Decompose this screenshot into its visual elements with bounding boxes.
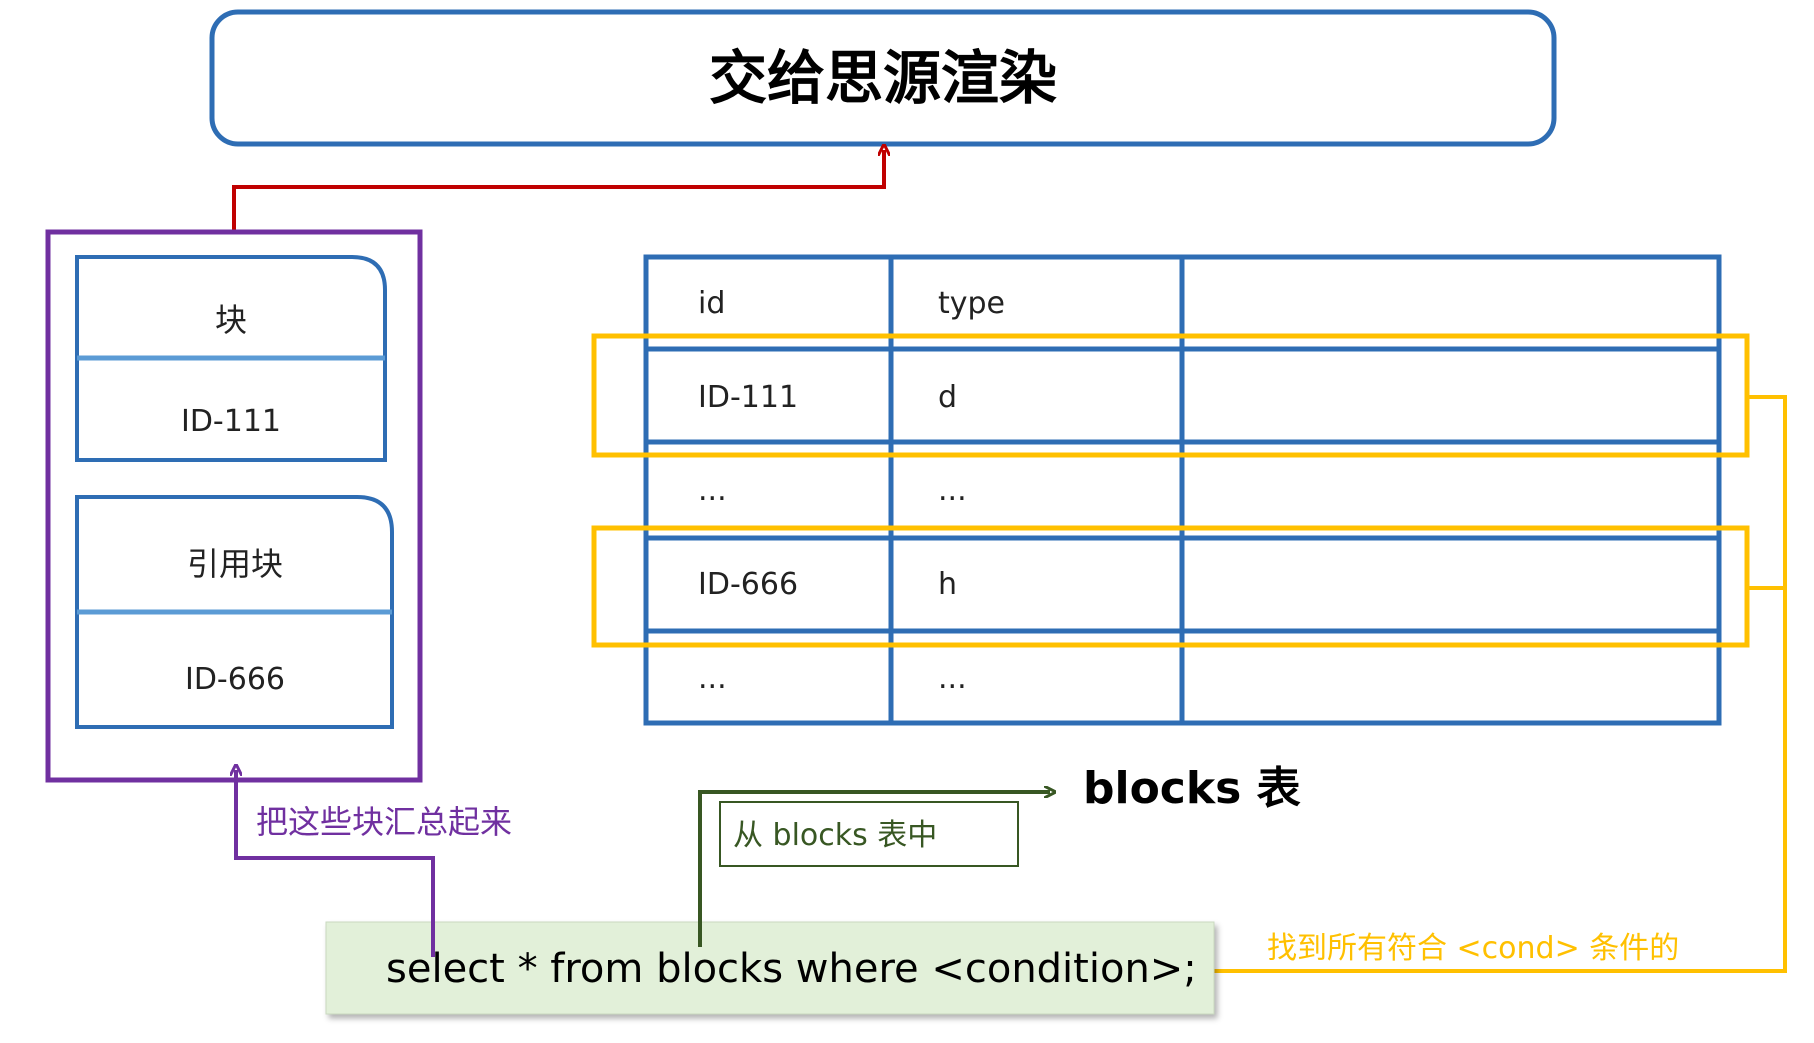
from-table-arrow	[698, 792, 1050, 947]
table-cell: ...	[938, 473, 967, 508]
from-table-label: 从 blocks 表中	[733, 818, 937, 853]
title-text: 交给思源渲染	[709, 44, 1057, 112]
blocks-table-label: blocks 表	[1083, 763, 1301, 814]
sql-text: select * from blocks where <condition>;	[386, 946, 1197, 992]
block-card-label: 块	[215, 301, 247, 339]
ref-block-card: 引用块 ID-666	[75, 495, 394, 729]
table-cell: d	[938, 380, 957, 415]
collect-arrow	[236, 770, 435, 957]
sql-box	[325, 921, 1215, 1015]
block-card: 块 ID-111	[75, 255, 387, 462]
table-header-type: type	[938, 286, 1005, 321]
ref-block-card-id: ID-666	[185, 662, 285, 697]
from-table-label-box	[719, 801, 1019, 867]
table-cell: ID-111	[698, 380, 798, 415]
render-arrow	[232, 150, 884, 232]
table-header-id: id	[698, 286, 725, 321]
table-cell: ...	[698, 661, 727, 696]
match-bracket	[1160, 395, 1787, 971]
table-cell: ...	[938, 661, 967, 696]
table-cell: ...	[698, 473, 727, 508]
table-cell: ID-666	[698, 567, 798, 602]
block-card-id: ID-111	[181, 404, 281, 439]
find-all-label: 找到所有符合 <cond> 条件的	[1267, 931, 1679, 966]
blocks-table: id type ID-111 d ... ... ID-666 h ... ..…	[643, 254, 1722, 726]
collect-label: 把这些块汇总起来	[256, 803, 512, 841]
table-cell: h	[938, 567, 957, 602]
ref-block-card-label: 引用块	[187, 545, 283, 583]
